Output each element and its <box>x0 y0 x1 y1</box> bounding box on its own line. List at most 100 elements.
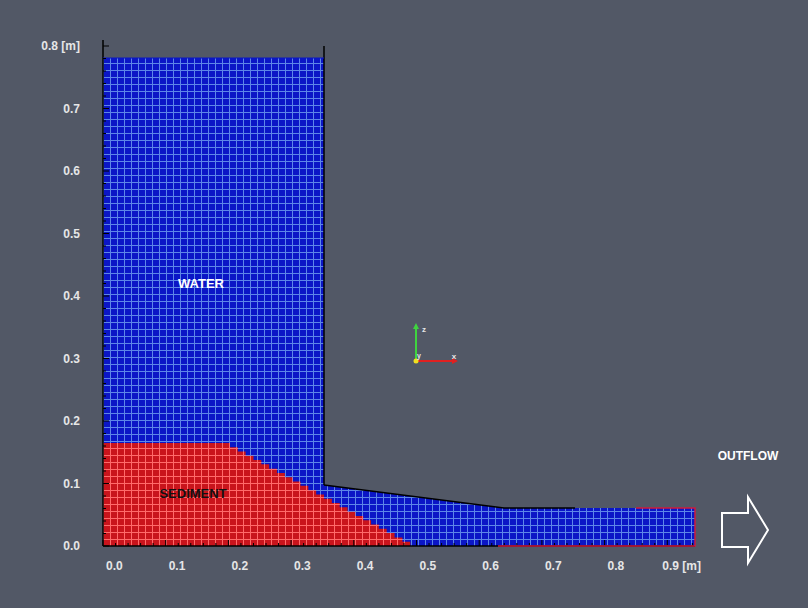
tick <box>140 543 141 546</box>
axis-tick-label: 0.4 <box>63 290 80 302</box>
tick <box>341 543 342 546</box>
axis-tick-label: 0.3 <box>294 560 311 572</box>
tick <box>103 321 106 322</box>
tick <box>103 446 106 447</box>
axis-letter: y <box>417 352 421 359</box>
tick <box>103 296 109 297</box>
tick <box>479 540 480 546</box>
axis-triad <box>413 323 458 364</box>
axis-tick-label: 0.8 <box>608 560 625 572</box>
tick <box>429 543 430 546</box>
tick <box>291 540 292 546</box>
axis-letter: z <box>422 326 426 334</box>
tick <box>103 58 106 59</box>
tick <box>103 196 106 197</box>
tick <box>103 533 106 534</box>
outflow-arrow <box>722 497 768 563</box>
tick <box>103 421 109 422</box>
tick <box>466 543 467 546</box>
tick <box>328 543 329 546</box>
tick <box>253 543 254 546</box>
tick <box>115 543 116 546</box>
tick <box>103 108 109 109</box>
tick <box>103 496 106 497</box>
axis-tick-label: 0.3 <box>63 353 80 365</box>
tick <box>103 158 106 159</box>
tick <box>153 543 154 546</box>
axis-tick-label: 0.2 <box>231 560 248 572</box>
tick <box>103 133 106 134</box>
tick <box>416 540 417 546</box>
tick <box>103 521 106 522</box>
tick <box>103 333 106 334</box>
tick <box>103 433 106 434</box>
axis-tick-label: 0.5 <box>63 228 80 240</box>
tick <box>165 540 166 546</box>
tick <box>441 543 442 546</box>
tick <box>128 543 129 546</box>
tick <box>228 540 229 546</box>
tick <box>604 540 605 546</box>
axis-letter: x <box>452 353 456 361</box>
tick <box>190 543 191 546</box>
tick <box>103 408 106 409</box>
tick <box>103 371 106 372</box>
tick <box>103 540 104 546</box>
water-region <box>103 58 695 546</box>
sediment-region <box>103 443 410 546</box>
tick <box>103 221 106 222</box>
tick <box>103 121 106 122</box>
tick <box>103 396 106 397</box>
axis-tick-label: 0.0 <box>106 560 123 572</box>
tick <box>266 543 267 546</box>
tick <box>203 543 204 546</box>
tick <box>103 271 106 272</box>
outflow-boundary <box>498 508 695 546</box>
axis-tick-label: 0.6 <box>63 165 80 177</box>
tick <box>391 543 392 546</box>
tick <box>103 71 106 72</box>
tick <box>240 543 241 546</box>
tick <box>303 543 304 546</box>
tick <box>316 543 317 546</box>
tick <box>103 208 106 209</box>
tick <box>103 308 106 309</box>
tick <box>103 458 106 459</box>
axis-ticks <box>103 46 692 546</box>
axes <box>103 40 695 546</box>
tick <box>103 233 109 234</box>
tick <box>103 146 106 147</box>
tick <box>103 471 106 472</box>
tick <box>103 283 106 284</box>
tick <box>353 540 354 546</box>
tick <box>366 543 367 546</box>
axis-tick-label: 0.4 <box>357 560 374 572</box>
region-label: SEDIMENT <box>159 487 226 500</box>
tick <box>454 543 455 546</box>
tick <box>178 543 179 546</box>
axis-tick-label: 0.8 [m] <box>41 40 80 52</box>
axis-tick-label: 0.7 <box>63 103 80 115</box>
tick <box>103 346 106 347</box>
tick <box>378 543 379 546</box>
tick <box>103 83 106 84</box>
axis-tick-label: 0.7 <box>545 560 562 572</box>
tick <box>103 183 106 184</box>
axis-tick-label: 0.9 [m] <box>662 560 701 572</box>
axis-tick-label: 0.6 <box>482 560 499 572</box>
tick <box>103 171 109 172</box>
tick <box>667 540 668 546</box>
boundary-label: OUTFLOW <box>718 450 779 462</box>
axis-tick-label: 0.1 <box>169 560 186 572</box>
tick <box>103 96 106 97</box>
tick <box>103 46 109 47</box>
tick <box>103 383 106 384</box>
tick <box>103 483 109 484</box>
tick <box>103 358 109 359</box>
axis-tick-label: 0.2 <box>63 415 80 427</box>
axis-tick-label: 0.5 <box>420 560 437 572</box>
tick <box>278 543 279 546</box>
tick <box>215 543 216 546</box>
